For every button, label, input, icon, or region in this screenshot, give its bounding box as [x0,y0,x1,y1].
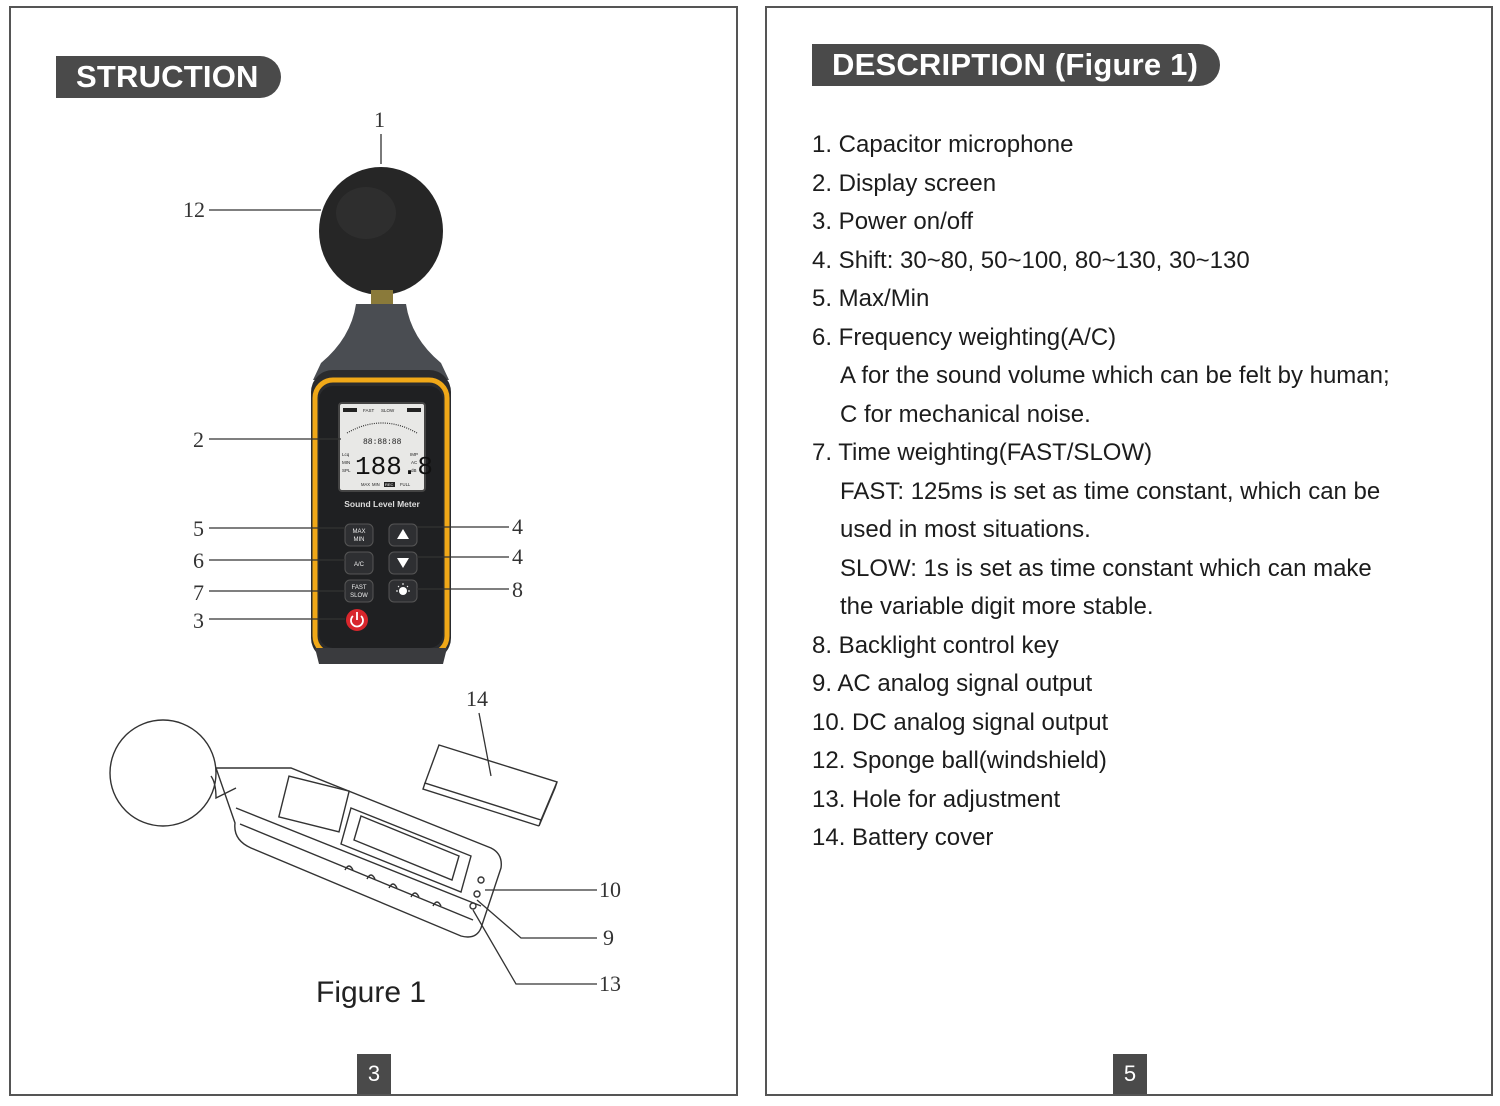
callout-5: 5 [193,516,204,541]
description-item: 10. DC analog signal output [812,708,1109,736]
meter-brand-label: Sound Level Meter [344,499,420,509]
svg-text:MIN: MIN [354,537,365,543]
description-detail: the variable digit more stable. [840,593,1154,620]
screen-label-db: dB [411,468,417,473]
description-item: 9. AC analog signal output [812,670,1093,697]
callout-8: 8 [512,577,523,602]
callout-3: 3 [193,608,204,633]
meter-line-drawing [109,719,558,938]
callout-2: 2 [193,427,204,452]
screen-label-full: FULL [400,482,411,487]
screen-label-lcq: Lcq [342,452,350,457]
callout-13: 13 [599,971,621,996]
page-number: 5 [1113,1054,1147,1094]
callout-4b: 4 [512,544,523,569]
backlight-icon [399,587,407,595]
screen-main-digits: 188.8 [355,452,433,482]
svg-text:FAST: FAST [351,585,366,591]
screen-label-min2: MIN [372,482,380,487]
svg-text:SLOW: SLOW [350,593,368,599]
meter-head [313,304,449,380]
callout-4a: 4 [512,514,523,539]
callout-14: 14 [466,686,488,711]
screen-top-fast: FAST [363,408,375,413]
max-min-button[interactable] [344,523,374,547]
screen-label-spl: SPL [342,468,351,473]
description-detail: SLOW: 1s is set as time constant which c… [840,554,1372,582]
description-item: 12. Sponge ball(windshield) [812,747,1107,774]
figure-caption: Figure 1 [316,976,427,1009]
power-icon [350,615,364,628]
callout-9: 9 [603,925,614,950]
description-detail: C for mechanical noise. [840,400,1091,428]
ac-button[interactable] [344,551,374,575]
screen-label-ac: AC [411,460,418,465]
screen-top-slow: SLOW [381,408,395,413]
ac-button-label: A/C [354,562,365,568]
display-screen [338,402,426,492]
svg-text:MAX: MAX [352,529,365,535]
description-item: 3. Power on/off [812,208,973,235]
meter-figure: FAST SLOW 88:88:88 188.8 Lcq MIN SPL IMP… [109,107,621,996]
description-item: 13. Hole for adjustment [812,785,1061,813]
description-item: 2. Display screen [812,169,997,197]
page-number: 3 [357,1054,391,1094]
section-banner-struction: STRUCTION [56,56,281,98]
screen-label-rec: REC [385,482,394,487]
screen-time-digits: 88:88:88 [363,438,402,447]
callout-1: 1 [374,107,385,132]
screen-label-imp: IMP [410,452,418,457]
callout-7: 7 [193,580,204,605]
up-arrow-icon [397,529,409,539]
description-detail: used in most situations. [840,516,1091,543]
description-item: 6. Frequency weighting(A/C) [812,323,1117,351]
page-3: STRUCTION FAST SLOW 88:88:88 188.8 Lcq M… [9,6,738,1096]
callout-10: 10 [599,877,621,902]
callout-6: 6 [193,548,204,573]
callout-12: 12 [183,197,205,222]
description-item: 8. Backlight control key [812,631,1059,659]
page-5: DESCRIPTION (Figure 1) 1. Capacitor micr… [765,6,1493,1096]
description-list: 1. Capacitor microphone 2. Display screen… [812,126,1452,858]
description-item: 1. Capacitor microphone [812,131,1074,158]
section-banner-description: DESCRIPTION (Figure 1) [812,44,1221,86]
description-detail: A for the sound volume which can be felt… [840,362,1390,389]
description-detail: FAST: 125ms is set as time constant, whi… [840,477,1381,505]
description-item: 4. Shift: 30~80, 50~100, 80~130, 30~130 [812,246,1250,274]
screen-label-min: MIN [342,460,350,465]
description-item: 5. Max/Min [812,285,930,312]
screen-label-max: MAX [361,482,370,487]
down-arrow-icon [397,558,409,568]
description-item: 14. Battery cover [812,824,994,851]
description-item: 7. Time weighting(FAST/SLOW) [812,439,1153,466]
